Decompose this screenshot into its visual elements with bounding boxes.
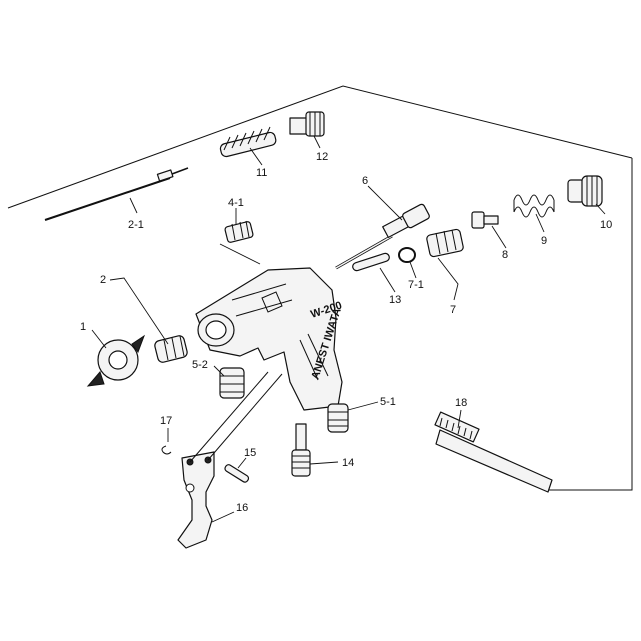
label-9: 9 — [541, 235, 547, 247]
part-valve-rod-6 — [335, 203, 430, 270]
part-knob-10 — [567, 175, 603, 207]
label-1: 1 — [80, 321, 86, 333]
part-nozzle-2 — [154, 335, 188, 363]
label-11: 11 — [256, 167, 267, 179]
part-needle — [44, 167, 189, 221]
part-air-cap-1 — [86, 334, 146, 387]
part-air-valve-14 — [291, 423, 311, 477]
label-7: 7 — [450, 304, 456, 316]
part-trigger-16 — [177, 371, 283, 549]
label-7-1: 7-1 — [408, 279, 424, 291]
label-5-1: 5-1 — [380, 396, 396, 408]
callout-labels: 2-1 11 12 6 4-1 2 1 5-2 5-1 14 15 16 17 … — [80, 151, 612, 514]
part-spring-9 — [513, 194, 555, 218]
label-12: 12 — [316, 151, 328, 163]
label-18: 18 — [455, 397, 467, 409]
part-fitting-12 — [289, 111, 325, 137]
label-2: 2 — [100, 274, 106, 286]
part-oring-7-1 — [398, 247, 416, 263]
label-4-1: 4-1 — [228, 197, 244, 209]
part-pin-13 — [352, 252, 390, 272]
part-clip-17 — [161, 445, 172, 455]
leader-lines — [91, 135, 606, 523]
label-13: 13 — [389, 294, 401, 306]
part-cartridge-7 — [426, 228, 464, 258]
part-fitting-4-1 — [224, 220, 254, 243]
part-gun-body: ANEST IWATA W-200 — [195, 267, 344, 411]
label-2-1: 2-1 — [128, 219, 144, 231]
part-fitting-5-1 — [327, 403, 349, 433]
label-15: 15 — [244, 447, 256, 459]
part-spring-11 — [219, 126, 277, 158]
label-10: 10 — [600, 219, 612, 231]
part-brush-18 — [434, 411, 553, 493]
reference-frame — [7, 85, 633, 491]
label-5-2: 5-2 — [192, 359, 208, 371]
label-14: 14 — [342, 457, 354, 469]
label-16: 16 — [236, 502, 248, 514]
label-17: 17 — [160, 415, 172, 427]
label-8: 8 — [502, 249, 508, 261]
part-screw-8 — [471, 211, 499, 229]
part-fitting-5-2 — [219, 367, 245, 399]
part-pin-15 — [224, 464, 250, 483]
label-6: 6 — [362, 175, 368, 187]
